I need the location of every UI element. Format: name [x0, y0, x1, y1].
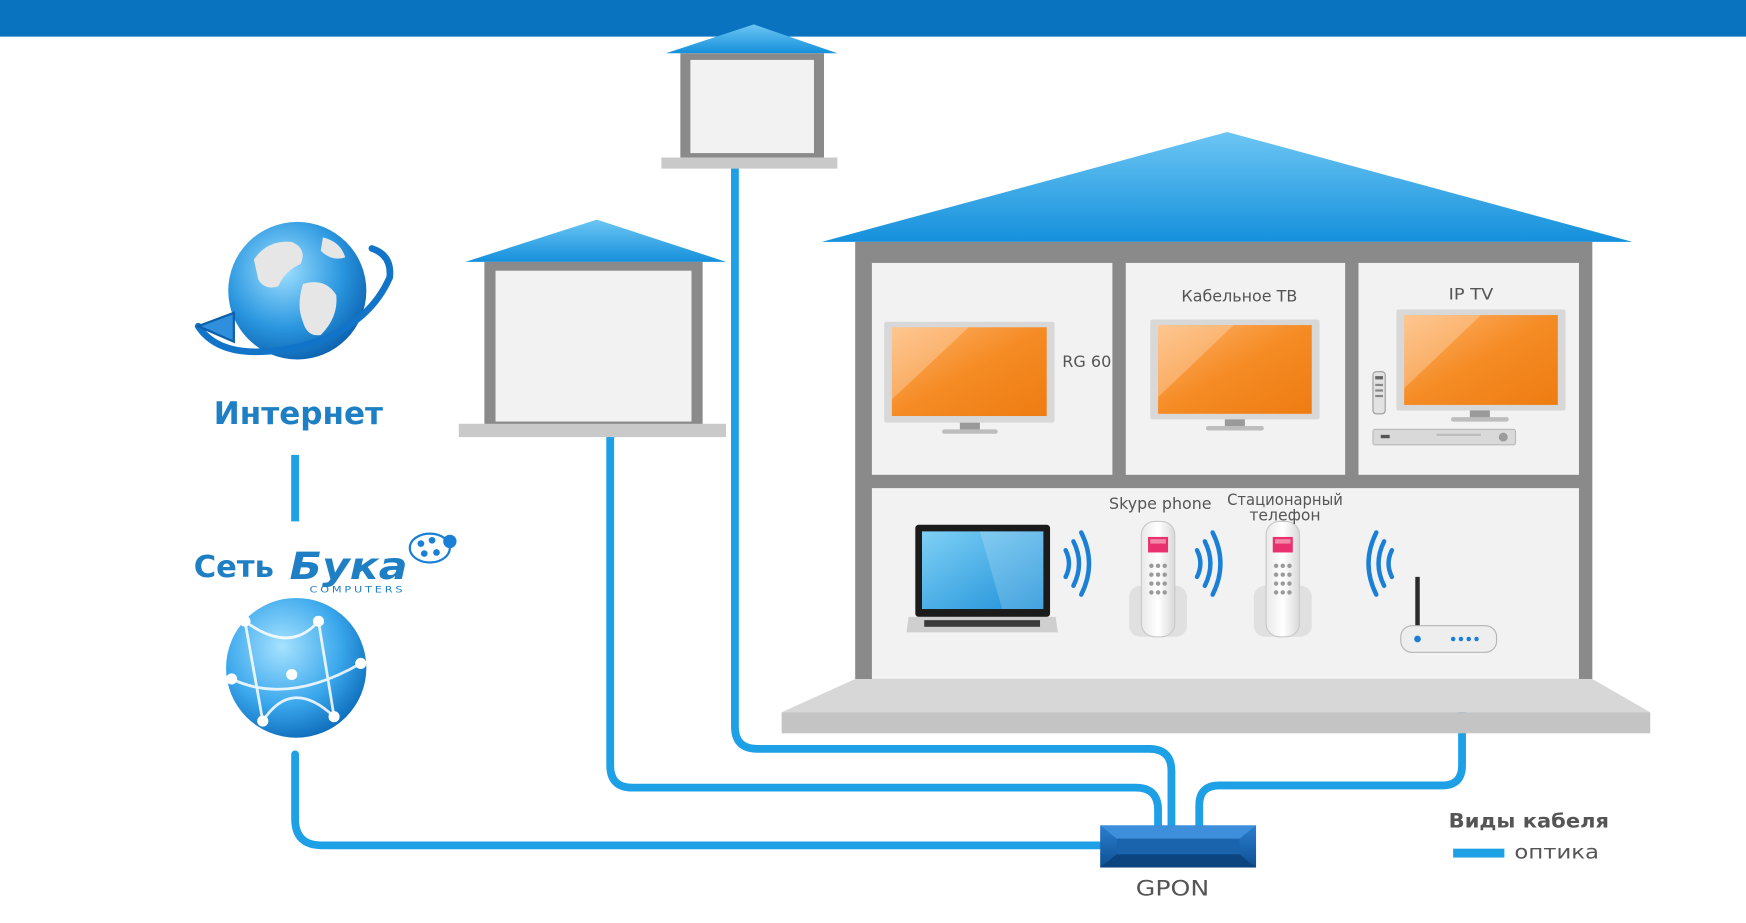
house-main-floor — [781, 678, 1651, 713]
set-top-box-icon — [1372, 428, 1517, 446]
house-left-roof — [465, 219, 727, 262]
remote-control-icon — [1372, 371, 1386, 415]
globe-arrow-icon — [194, 221, 394, 360]
laptop-icon — [906, 524, 1058, 633]
brand-name-label: Бука — [290, 544, 408, 588]
legend — [1453, 848, 1505, 858]
house-top-base — [661, 157, 838, 169]
skype-phone-label: Skype phone — [1109, 495, 1211, 513]
tv-icon — [1150, 319, 1320, 431]
legend-item-optics: оптика — [1514, 840, 1599, 864]
ladybug-icon — [408, 532, 457, 564]
house-top-roof — [665, 24, 838, 54]
house-left-window — [495, 270, 692, 422]
house-top — [661, 24, 838, 169]
cordless-phone-icon — [1253, 520, 1312, 638]
house-left — [458, 219, 727, 438]
top-bar — [0, 0, 1746, 37]
house-left-base — [458, 423, 727, 438]
gpon-label: GPON — [1136, 875, 1209, 900]
router-icon — [1400, 576, 1498, 653]
house-main-roof — [821, 132, 1633, 242]
house-top-window — [690, 59, 814, 154]
gpon-splitter-icon — [1100, 825, 1257, 868]
tv-icon — [1396, 309, 1566, 422]
cable-network — [291, 750, 1105, 850]
ip-tv-label: IP TV — [1449, 286, 1494, 304]
legend-title: Виды кабеля — [1449, 809, 1609, 833]
legend-swatch-optics — [1453, 848, 1505, 858]
network-prefix-label: Сеть — [194, 550, 274, 585]
house-main-base — [781, 712, 1651, 734]
internet-label: Интернет — [214, 396, 383, 432]
brand-sub-label: COMPUTERS — [310, 585, 406, 595]
cable-house-left — [606, 433, 1162, 831]
rg60-label: RG 60 — [1062, 353, 1111, 371]
cable-tv-label: Кабельное ТВ — [1181, 288, 1297, 306]
landline-label-line2: телефон — [1249, 506, 1320, 524]
house-main — [781, 132, 1651, 734]
wifi-waves-icon — [1194, 530, 1223, 597]
network-globe-icon — [226, 597, 367, 738]
cordless-phone-icon — [1129, 520, 1188, 638]
landline-label-line1: Стационарный — [1227, 491, 1343, 509]
fiber-cables — [291, 164, 1466, 850]
tv-icon — [884, 321, 1055, 434]
cable-house-top — [731, 164, 1176, 831]
wifi-waves-icon — [1063, 530, 1092, 597]
wifi-waves-icon — [1366, 530, 1395, 597]
cable-main-house — [1195, 656, 1466, 831]
